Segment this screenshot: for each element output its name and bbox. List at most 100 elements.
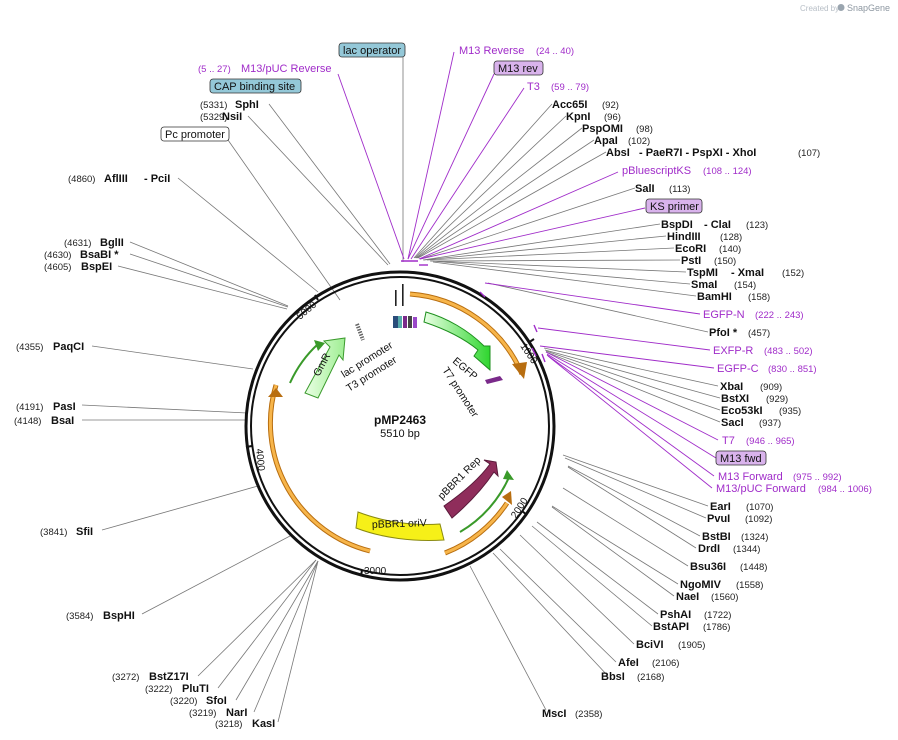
m13-puc-forward-label[interactable]: M13/pUC Forward bbox=[716, 483, 806, 495]
m13-rev-label: M13 rev bbox=[498, 63, 538, 75]
site-nari[interactable]: (3219)NarI bbox=[189, 707, 247, 719]
site-bsabi[interactable]: (4630)BsaBI * bbox=[44, 249, 119, 261]
site-psti[interactable]: PstI(150) bbox=[681, 255, 736, 267]
svg-text:BsaBI *: BsaBI * bbox=[80, 249, 119, 261]
t3-label[interactable]: T3 bbox=[527, 81, 540, 93]
site-sphi[interactable]: (5331)SphI bbox=[200, 99, 259, 111]
site-sali[interactable]: SalI(113) bbox=[635, 183, 690, 195]
svg-text:(1092): (1092) bbox=[745, 514, 772, 525]
m13-puc-reverse-label[interactable]: M13/pUC Reverse bbox=[241, 63, 331, 75]
site-afliii[interactable]: (4860)AflIII- PciI bbox=[68, 173, 170, 185]
site-kasi[interactable]: (3218)KasI bbox=[215, 718, 275, 730]
svg-text:NaeI: NaeI bbox=[676, 591, 699, 603]
svg-text:SacI: SacI bbox=[721, 417, 744, 429]
gmr-feature[interactable] bbox=[304, 337, 346, 399]
egfp-r-label[interactable]: EXFP-R bbox=[713, 345, 753, 357]
site-bstz17i[interactable]: (3272) BstZ17I bbox=[112, 671, 189, 683]
site-afei[interactable]: AfeI(2106) bbox=[618, 657, 679, 669]
svg-text:BglII: BglII bbox=[100, 237, 124, 249]
site-saci[interactable]: SacI(937) bbox=[721, 417, 781, 429]
svg-text:AbsI: AbsI bbox=[606, 147, 630, 159]
site-naei[interactable]: NaeI(1560) bbox=[676, 591, 738, 603]
site-bsai[interactable]: (4148)BsaI bbox=[14, 415, 74, 427]
t7-promoter-feature[interactable] bbox=[485, 376, 503, 384]
pbbr1-oriv-feature[interactable] bbox=[355, 511, 445, 541]
svg-text:(128): (128) bbox=[720, 232, 742, 243]
svg-text:SphI: SphI bbox=[235, 99, 259, 111]
site-sfoi[interactable]: (3220)SfoI bbox=[170, 695, 227, 707]
m13-puc-forward-pos: (984 .. 1006) bbox=[818, 484, 872, 495]
site-apai[interactable]: ApaI(102) bbox=[594, 135, 650, 147]
site-absi[interactable]: AbsI- PaeR7I - PspXI - XhoI(107) bbox=[606, 147, 820, 159]
site-msci[interactable]: MscI(2358) bbox=[542, 708, 602, 720]
egfp-n-label[interactable]: EGFP-N bbox=[703, 309, 745, 321]
svg-text:(158): (158) bbox=[748, 292, 770, 303]
site-pshai[interactable]: PshAI(1722) bbox=[660, 609, 731, 621]
site-bglii[interactable]: (4631)BglII bbox=[64, 237, 124, 249]
svg-text:(5329): (5329) bbox=[200, 112, 227, 123]
egfp-c-label[interactable]: EGFP-C bbox=[717, 363, 759, 375]
site-ecori[interactable]: EcoRI(140) bbox=[675, 243, 741, 255]
site-eari[interactable]: EarI(1070) bbox=[710, 501, 773, 513]
site-bbsi[interactable]: BbsI(2168) bbox=[601, 671, 664, 683]
site-bcivi[interactable]: BciVI(1905) bbox=[636, 639, 705, 651]
lac-promoter-feature[interactable] bbox=[355, 323, 365, 341]
m13-rev-box[interactable]: M13 rev bbox=[493, 60, 544, 76]
svg-text:PvuI: PvuI bbox=[707, 513, 730, 525]
site-bamhi[interactable]: BamHI(158) bbox=[697, 291, 770, 303]
site-hindiii[interactable]: HindIII(128) bbox=[667, 231, 742, 243]
site-bstxi[interactable]: BstXI(929) bbox=[721, 393, 788, 405]
site-bstapi[interactable]: BstAPI(1786) bbox=[653, 621, 730, 633]
svg-text:PfoI *: PfoI * bbox=[709, 327, 738, 339]
m13-fwd-box[interactable]: M13 fwd bbox=[715, 450, 767, 466]
site-bspei[interactable]: (4605)BspEI bbox=[44, 261, 112, 273]
site-bspdi[interactable]: BspDI- ClaI(123) bbox=[661, 219, 768, 231]
m13-reverse-pos: (24 .. 40) bbox=[536, 46, 574, 57]
mcs-cluster bbox=[393, 284, 417, 328]
site-acc65i[interactable]: Acc65I(92) bbox=[552, 99, 619, 111]
site-paqci[interactable]: (4355)PaqCI bbox=[16, 341, 84, 353]
site-nsii[interactable]: (5329)NsiI bbox=[200, 111, 242, 123]
lac-operator-box[interactable]: lac operator bbox=[338, 42, 406, 58]
site-sfii[interactable]: (3841)SfiI bbox=[40, 526, 93, 538]
svg-text:(3218): (3218) bbox=[215, 719, 242, 730]
site-kpni[interactable]: KpnI(96) bbox=[566, 111, 621, 123]
svg-text:(150): (150) bbox=[714, 256, 736, 267]
site-eco53ki[interactable]: Eco53kI(935) bbox=[721, 405, 801, 417]
svg-text:(98): (98) bbox=[636, 124, 653, 135]
site-pspomi[interactable]: PspOMI(98) bbox=[582, 123, 653, 135]
svg-text:(2106): (2106) bbox=[652, 658, 679, 669]
svg-text:- PaeR7I - PspXI - XhoI: - PaeR7I - PspXI - XhoI bbox=[639, 147, 756, 159]
site-ngomiv[interactable]: NgoMIV(1558) bbox=[680, 579, 763, 591]
egfp-feature[interactable] bbox=[423, 311, 491, 372]
site-pluti[interactable]: (3222)PluTI bbox=[145, 683, 209, 695]
site-pasi[interactable]: (4191)PasI bbox=[16, 401, 76, 413]
ks-primer-box[interactable]: KS primer bbox=[645, 198, 703, 214]
site-xbai[interactable]: XbaI(909) bbox=[720, 381, 782, 393]
m13-forward-label[interactable]: M13 Forward bbox=[718, 471, 783, 483]
pbbr1-rep-feature[interactable] bbox=[443, 459, 499, 519]
site-bsphi[interactable]: (3584)BspHI bbox=[66, 610, 135, 622]
site-pfoi[interactable]: PfoI *(457) bbox=[709, 327, 770, 339]
rep-arrow-icon bbox=[503, 470, 514, 480]
site-drdi[interactable]: DrdI(1344) bbox=[698, 543, 760, 555]
m13-reverse-label[interactable]: M13 Reverse bbox=[459, 45, 524, 57]
svg-text:ApaI: ApaI bbox=[594, 135, 618, 147]
svg-text:SalI: SalI bbox=[635, 183, 655, 195]
site-bsu36i[interactable]: Bsu36I(1448) bbox=[690, 561, 767, 573]
svg-text:SfoI: SfoI bbox=[206, 695, 227, 707]
cap-binding-site-box[interactable]: CAP binding site bbox=[209, 78, 302, 94]
svg-text:SfiI: SfiI bbox=[76, 526, 93, 538]
site-tspmi[interactable]: TspMI- XmaI(152) bbox=[687, 267, 804, 279]
svg-text:(3272): (3272) bbox=[112, 672, 139, 683]
site-bstbi[interactable]: BstBI(1324) bbox=[702, 531, 768, 543]
pc-promoter-box[interactable]: Pc promoter bbox=[160, 126, 230, 142]
ks-primer-label: KS primer bbox=[650, 201, 699, 213]
site-smai[interactable]: SmaI(154) bbox=[691, 279, 756, 291]
site-pvui[interactable]: PvuI (1092) bbox=[707, 513, 772, 525]
svg-text:(1786): (1786) bbox=[703, 622, 730, 633]
t7-label[interactable]: T7 bbox=[722, 435, 735, 447]
pbluescriptks-label[interactable]: pBluescriptKS bbox=[622, 165, 691, 177]
svg-text:KpnI: KpnI bbox=[566, 111, 590, 123]
svg-text:BstZ17I: BstZ17I bbox=[149, 671, 189, 683]
